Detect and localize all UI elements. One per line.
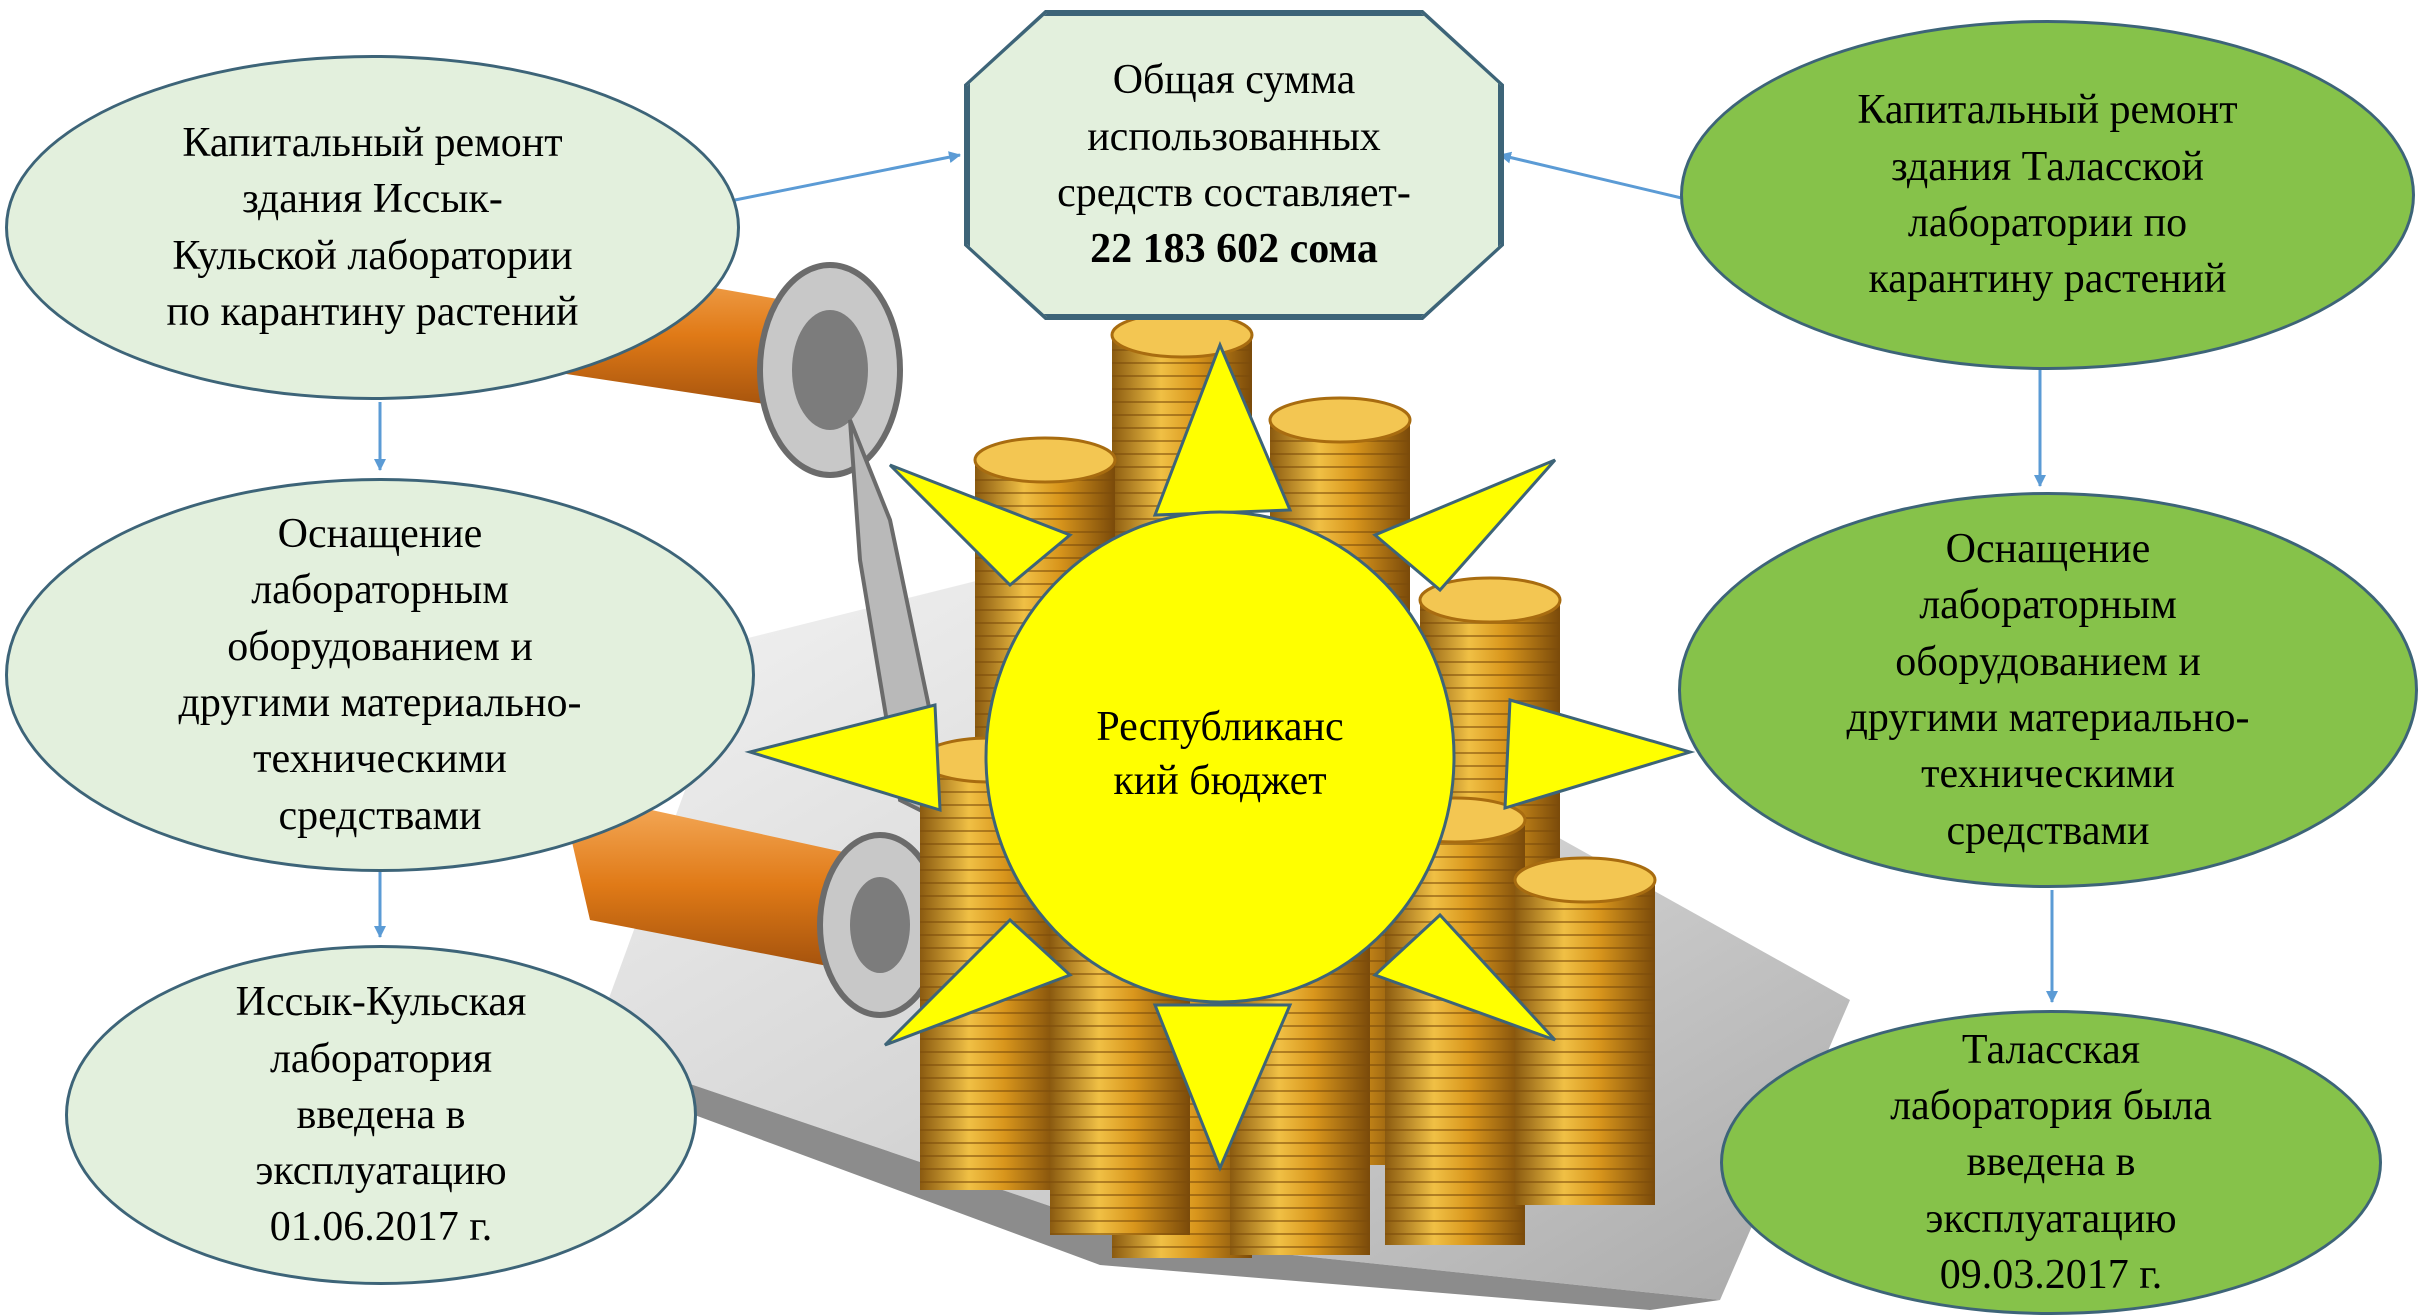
talas-repair-line-4: карантину растений bbox=[1868, 256, 2227, 303]
coin-stack-top-2 bbox=[973, 436, 1117, 484]
issyk-kul-repair-line-3: Кульской лаборатории bbox=[172, 232, 573, 279]
talas-repair-line-2: здания Таласской bbox=[1891, 143, 2204, 190]
sun-icon bbox=[744, 340, 1696, 1172]
sun-ray-bottom-right bbox=[1372, 912, 1557, 1042]
talas-commissioned-line-2: лаборатория была bbox=[1890, 1083, 2212, 1130]
issyk-kul-repair-node: Капитальный ремонт здания Иссык- Кульско… bbox=[5, 55, 740, 400]
issyk-kul-equipment-line-2: лабораторным bbox=[251, 567, 509, 614]
coin-stack-top-4 bbox=[1418, 576, 1562, 624]
talas-commissioned-node: Таласская лаборатория была введена в экс… bbox=[1720, 1010, 2382, 1315]
issyk-kul-repair-line-2: здания Иссык- bbox=[242, 176, 503, 223]
issyk-kul-commissioned-line-4: эксплуатацию bbox=[255, 1148, 507, 1195]
republican-budget-line-2: кий бюджет bbox=[1113, 758, 1327, 804]
talas-commissioned-line-5: 09.03.2017 г. bbox=[1939, 1251, 2163, 1298]
sun-ray-right bbox=[1503, 698, 1696, 811]
sun-ray-bottom-left bbox=[883, 917, 1073, 1047]
issyk-kul-equipment-line-3: оборудованием и bbox=[227, 623, 533, 670]
talas-equipment-line-5: техническими bbox=[1921, 751, 2175, 798]
arrow-right-repair-to-total bbox=[1499, 151, 1691, 202]
republican-budget-line-1: Республиканс bbox=[1096, 704, 1344, 751]
issyk-kul-equipment-line-5: техническими bbox=[253, 736, 507, 783]
sun-ray-top-left bbox=[888, 463, 1073, 588]
issyk-kul-equipment-line-6: средствами bbox=[278, 792, 482, 839]
talas-equipment-line-6: средствами bbox=[1946, 807, 2150, 854]
talas-equipment-node: Оснащение лабораторным оборудованием и д… bbox=[1678, 492, 2418, 888]
coin-stack-top-3 bbox=[1268, 396, 1412, 444]
total-sum-line-1: Общая сумма bbox=[1112, 57, 1356, 104]
sun-disc bbox=[984, 510, 1456, 1004]
talas-equipment-line-1: Оснащение bbox=[1945, 526, 2151, 573]
total-sum-line-2: использованных bbox=[1087, 113, 1381, 160]
arrow-left-repair-to-total bbox=[734, 151, 961, 202]
coin-stack-top-9 bbox=[1513, 856, 1657, 904]
talas-equipment-line-2: лабораторным bbox=[1919, 582, 2177, 629]
issyk-kul-commissioned-line-3: введена в bbox=[296, 1091, 466, 1138]
coin-stack-edges-9 bbox=[1515, 880, 1655, 1205]
total-sum-box: Общая сумма использованных средств соста… bbox=[967, 13, 1501, 317]
talas-repair-node: Капитальный ремонт здания Таласской лабо… bbox=[1680, 20, 2415, 370]
total-sum-amount: 22 183 602 сома bbox=[1090, 226, 1378, 273]
issyk-kul-equipment-line-1: Оснащение bbox=[277, 511, 483, 558]
sun-ray-top-right bbox=[1372, 458, 1557, 593]
issyk-kul-commissioned-line-2: лаборатория bbox=[269, 1035, 493, 1082]
talas-equipment-line-3: оборудованием и bbox=[1895, 638, 2201, 685]
republican-budget-label: Республиканс кий бюджет bbox=[1030, 660, 1410, 850]
talas-equipment-line-4: другими материально- bbox=[1846, 695, 2250, 741]
issyk-kul-equipment-node: Оснащение лабораторным оборудованием и д… bbox=[5, 478, 755, 872]
issyk-kul-commissioned-node: Иссык-Кульская лаборатория введена в экс… bbox=[65, 945, 697, 1285]
talas-commissioned-line-3: введена в bbox=[1966, 1139, 2136, 1186]
talas-commissioned-line-1: Таласская bbox=[1961, 1026, 2141, 1073]
issyk-kul-repair-line-1: Капитальный ремонт bbox=[182, 119, 563, 166]
issyk-kul-equipment-line-4: другими материально- bbox=[178, 680, 582, 726]
talas-repair-line-3: лаборатории по bbox=[1907, 200, 2188, 246]
issyk-kul-commissioned-line-1: Иссык-Кульская bbox=[235, 979, 527, 1026]
sun-ray-bottom bbox=[1152, 1003, 1293, 1172]
total-sum-line-3: средств составляет- bbox=[1057, 170, 1411, 216]
issyk-kul-commissioned-line-5: 01.06.2017 г. bbox=[269, 1204, 493, 1251]
talas-commissioned-line-4: эксплуатацию bbox=[1925, 1195, 2177, 1242]
issyk-kul-repair-line-4: по карантину растений bbox=[166, 288, 579, 335]
sun-ray-left bbox=[744, 703, 942, 813]
talas-repair-line-1: Капитальный ремонт bbox=[1857, 87, 2238, 134]
connector-arrows bbox=[374, 151, 2058, 1003]
